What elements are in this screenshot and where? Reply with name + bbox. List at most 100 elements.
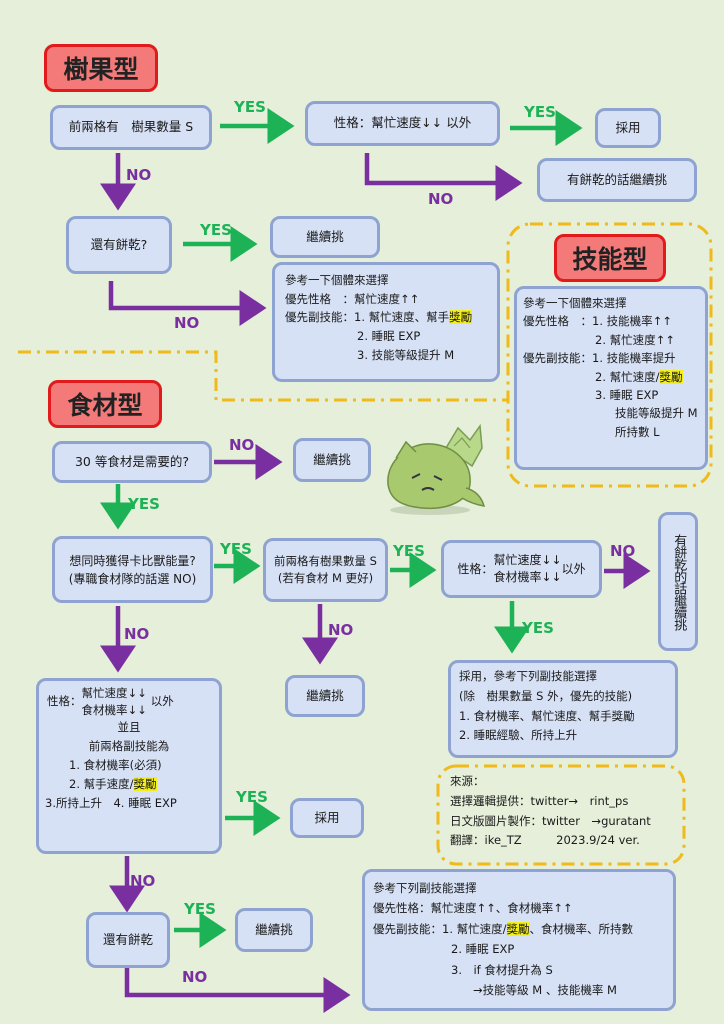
ref-line: 性格： 幫忙速度↓↓ 食材機率↓↓ 以外 bbox=[39, 685, 219, 718]
no-label: NO bbox=[428, 190, 454, 208]
berry-type-title: 樹果型 bbox=[44, 44, 158, 92]
highlight-text: 獎勵 bbox=[133, 776, 157, 791]
ref-line: 3.所持上升 4. 睡眠 EXP bbox=[45, 795, 177, 810]
node-text: 想同時獲得卡比獸能量? bbox=[69, 553, 196, 568]
ref-line: 優先性格 ：幫忙速度↑↑ bbox=[285, 291, 420, 306]
highlight-text: 獎勵 bbox=[449, 310, 473, 325]
node-text: 採用 bbox=[314, 809, 340, 825]
skill-reference-box: 參考一下個體來選擇 優先性格 ：1. 技能機率↑↑ 2. 幫忙速度↑↑ 優先副技… bbox=[514, 286, 708, 470]
ref-line: 參考下列副技能選擇 bbox=[373, 881, 477, 895]
yes-label: YES bbox=[220, 540, 252, 558]
adopt-box: 採用 bbox=[290, 798, 364, 838]
ref-line: 2. 睡眠 EXP bbox=[357, 328, 421, 343]
yes-label: YES bbox=[184, 900, 216, 918]
ref-text: 、食材機率、所持數 bbox=[529, 921, 634, 936]
ref-text: 食材機率↓↓ bbox=[81, 702, 147, 717]
ingredient-q1-box: 30 等食材是需要的? bbox=[52, 441, 212, 483]
divider-dashed-line bbox=[18, 350, 508, 402]
adopt-reference-box: 採用，參考下列副技能選擇 (除 樹果數量 S 外，優先的技能) 1. 食材機率、… bbox=[448, 660, 678, 758]
source-line: 日文版圖片製作：twitter →guratant bbox=[450, 813, 651, 828]
node-text: 30 等食材是需要的? bbox=[74, 453, 189, 469]
yes-label: YES bbox=[393, 542, 425, 560]
ref-line: 2. 睡眠 EXP bbox=[451, 942, 515, 957]
ref-line: 2. 睡眠經驗、所持上升 bbox=[459, 728, 578, 743]
no-label: NO bbox=[328, 621, 354, 639]
skill-line: 參考一下個體來選擇 bbox=[523, 296, 627, 310]
node-text: 還有餅乾? bbox=[90, 236, 148, 252]
no-label: NO bbox=[124, 625, 150, 643]
ref-line: 優先副技能：1. 幫忙速度、幫手獎勵 bbox=[285, 308, 497, 327]
ingredient-q5-box: 還有餅乾 bbox=[86, 912, 170, 968]
node-text: 食材機率↓↓ bbox=[493, 570, 562, 584]
keep-box: 繼續挑 bbox=[285, 675, 365, 717]
ingredient-type-title: 食材型 bbox=[48, 380, 162, 428]
node-text: 幫忙速度↓↓ bbox=[493, 552, 562, 567]
source-line: 來源： bbox=[450, 774, 485, 788]
yes-label: YES bbox=[524, 103, 556, 121]
ingredient-q3-box: 前兩格有樹果數量 S (若有食材 M 更好) bbox=[263, 538, 388, 602]
ref-text: 2. 幫手速度/ bbox=[69, 776, 134, 791]
arrow-no bbox=[108, 281, 267, 326]
keep-if-cookie-box: 有餅乾的話繼續挑 bbox=[537, 158, 697, 202]
ref-text: 以外 bbox=[150, 694, 174, 709]
no-label: NO bbox=[610, 542, 636, 560]
source-dashed-frame bbox=[436, 764, 686, 866]
node-text: 繼續挑 bbox=[255, 921, 293, 937]
mascot-illustration bbox=[387, 423, 486, 515]
final-reference-box: 參考下列副技能選擇 優先性格：幫忙速度↑↑、食材機率↑↑ 優先副技能：1. 幫忙… bbox=[362, 869, 676, 1011]
adopt-box: 採用 bbox=[595, 108, 661, 148]
skill-type-title: 技能型 bbox=[554, 234, 666, 282]
ingredient-q4-box: 性格： 幫忙速度↓↓ 食材機率↓↓ 以外 bbox=[441, 540, 602, 598]
berry-q3-box: 還有餅乾? bbox=[66, 216, 172, 274]
ref-text: 性格： bbox=[47, 694, 82, 709]
ref-line: 2. 幫手速度/獎勵 bbox=[39, 775, 219, 794]
node-text: 前兩格有樹果數量 S bbox=[274, 553, 377, 568]
ingredient-condition-box: 性格： 幫忙速度↓↓ 食材機率↓↓ 以外 並且 前兩格副技能為 1. 食材機率(… bbox=[36, 678, 222, 854]
node-text: 前兩格有 樹果數量 S bbox=[68, 119, 194, 135]
ref-text: 幫忙速度↓↓ bbox=[81, 686, 147, 700]
ref-line: 3. if 食材提升為 S bbox=[451, 962, 553, 977]
skill-line: 優先副技能：1. 技能機率提升 bbox=[523, 351, 676, 366]
node-text: 繼續挑 bbox=[313, 451, 351, 467]
no-label: NO bbox=[126, 166, 152, 184]
source-credits: 來源： 選擇邏輯提供：twitter→ rint_ps 日文版圖片製作：twit… bbox=[444, 770, 678, 858]
no-label: NO bbox=[130, 872, 156, 890]
ref-line: 1. 食材機率、幫忙速度、幫手獎勵 bbox=[459, 708, 635, 723]
no-label: NO bbox=[182, 968, 208, 986]
node-stack: 幫忙速度↓↓ 食材機率↓↓ bbox=[493, 552, 561, 587]
no-label: NO bbox=[229, 436, 255, 454]
node-text: 還有餅乾 bbox=[102, 931, 153, 947]
ref-line: 參考一下個體來選擇 bbox=[285, 273, 389, 287]
ref-line: 採用，參考下列副技能選擇 bbox=[459, 669, 597, 683]
ref-line: 優先性格：幫忙速度↑↑、食材機率↑↑ bbox=[373, 901, 573, 916]
ref-line: 1. 食材機率(必須) bbox=[69, 758, 162, 773]
keep-box: 繼續挑 bbox=[270, 216, 380, 258]
arrow-no bbox=[124, 968, 351, 1013]
skill-line: 2. 幫忙速度/獎勵 bbox=[523, 368, 705, 386]
yes-label: YES bbox=[128, 495, 160, 513]
node-text: (若有食材 M 更好) bbox=[277, 571, 374, 585]
skill-line: 技能等級提升 M bbox=[615, 406, 698, 421]
yes-label: YES bbox=[522, 619, 554, 637]
node-text: (專職食材隊的話選 NO) bbox=[68, 571, 197, 586]
ingredient-q2-box: 想同時獲得卡比獸能量? (專職食材隊的話選 NO) bbox=[52, 536, 213, 603]
skill-line: 優先性格 ：1. 技能機率↑↑ bbox=[523, 314, 672, 329]
skill-line: 2. 幫忙速度↑↑ bbox=[595, 332, 675, 347]
skill-line: 3. 睡眠 EXP bbox=[595, 387, 659, 402]
yes-label: YES bbox=[200, 221, 232, 239]
node-text: 有餅乾的話繼續挑 bbox=[566, 171, 667, 187]
node-text: 有餅乾的話繼續挑 bbox=[671, 533, 687, 630]
highlight-text: 獎勵 bbox=[659, 369, 683, 384]
node-stack: 幫忙速度↓↓ 食材機率↓↓ bbox=[82, 685, 147, 718]
skill-text: 2. 幫忙速度/ bbox=[595, 369, 660, 384]
node-text: 繼續挑 bbox=[306, 687, 344, 703]
berry-q2-box: 性格：幫忙速度↓↓ 以外 bbox=[305, 101, 500, 146]
keep-box: 繼續挑 bbox=[293, 438, 371, 482]
source-line: 翻譯：ike_TZ 2023.9/24 ver. bbox=[450, 833, 640, 848]
ref-text: 優先副技能：1. 幫忙速度/ bbox=[373, 921, 507, 936]
highlight-text: 獎勵 bbox=[506, 921, 530, 936]
keep-box: 繼續挑 bbox=[235, 908, 313, 952]
skill-dashed-frame bbox=[506, 222, 713, 488]
no-label: NO bbox=[174, 314, 200, 332]
keep-if-cookie-vertical-box: 有餅乾的話繼續挑 bbox=[658, 512, 698, 651]
